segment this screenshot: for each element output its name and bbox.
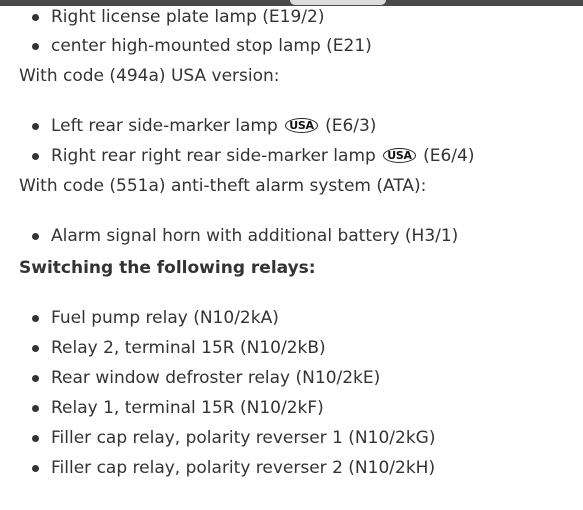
relays-heading: Switching the following relays: bbox=[19, 258, 316, 278]
usa-badge-icon: USA bbox=[285, 118, 318, 133]
list-item: Fuel pump relay (N10/2kA) bbox=[51, 308, 279, 328]
bullet-icon bbox=[32, 43, 39, 50]
list-item: Right rear right rear side-marker lamp U… bbox=[51, 145, 474, 167]
bullet-icon bbox=[32, 153, 39, 160]
bullet-icon bbox=[32, 123, 39, 130]
item-text-before: Left rear side-marker lamp bbox=[51, 116, 278, 136]
list-item: Rear window defroster relay (N10/2kE) bbox=[51, 368, 381, 388]
list-item: Right license plate lamp (E19/2) bbox=[51, 7, 325, 27]
browser-tab[interactable] bbox=[290, 0, 386, 5]
bullet-icon bbox=[32, 345, 39, 352]
bullet-icon bbox=[32, 315, 39, 322]
item-text-after: (E6/4) bbox=[423, 146, 475, 166]
list-item: Alarm signal horn with additional batter… bbox=[51, 226, 459, 246]
usa-section-intro: With code (494a) USA version: bbox=[19, 66, 280, 86]
item-text-after: (E6/3) bbox=[325, 116, 377, 136]
ata-section-intro: With code (551a) anti-theft alarm system… bbox=[19, 176, 427, 196]
item-text-before: Right rear right rear side-marker lamp bbox=[51, 146, 376, 166]
list-item: Left rear side-marker lamp USA (E6/3) bbox=[51, 115, 376, 137]
bullet-icon bbox=[32, 233, 39, 240]
browser-top-bar bbox=[0, 0, 583, 6]
list-item: Filler cap relay, polarity reverser 1 (N… bbox=[51, 428, 436, 448]
bullet-icon bbox=[32, 375, 39, 382]
list-item: Relay 1, terminal 15R (N10/2kF) bbox=[51, 398, 324, 418]
bullet-icon bbox=[32, 435, 39, 442]
list-item: Relay 2, terminal 15R (N10/2kB) bbox=[51, 338, 326, 358]
bullet-icon bbox=[32, 14, 39, 21]
bullet-icon bbox=[32, 465, 39, 472]
bullet-icon bbox=[32, 405, 39, 412]
list-item: Filler cap relay, polarity reverser 2 (N… bbox=[51, 458, 436, 478]
usa-badge-icon: USA bbox=[383, 148, 416, 163]
list-item: center high-mounted stop lamp (E21) bbox=[51, 36, 372, 56]
